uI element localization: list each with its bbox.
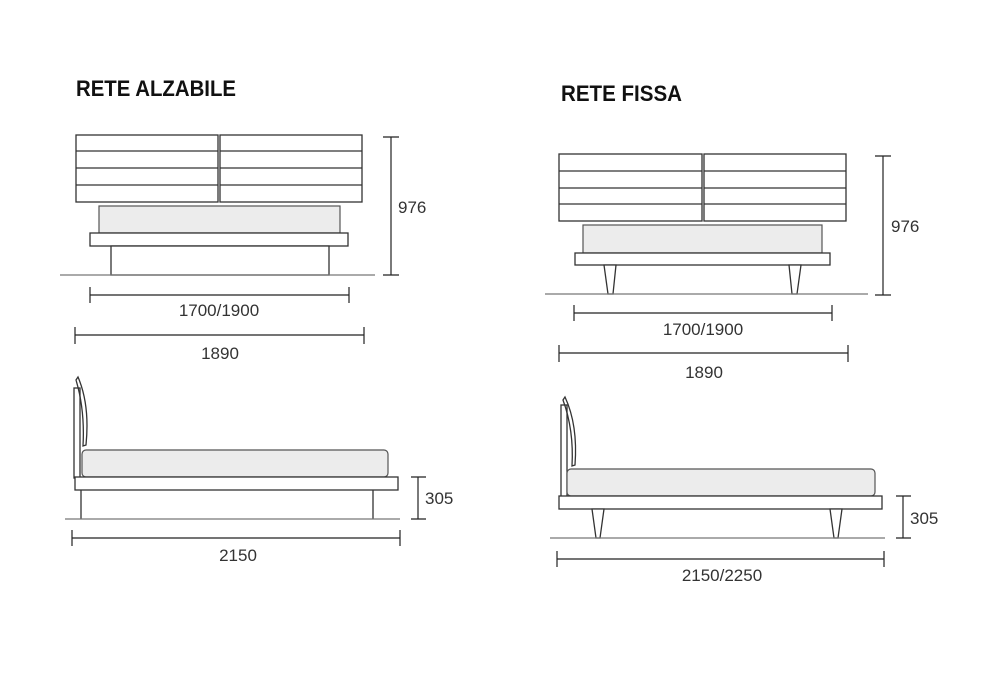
side-height-label: 305 <box>910 509 938 528</box>
bed-frame <box>89 232 349 247</box>
storage-base <box>110 245 330 276</box>
height-dimension <box>875 155 891 296</box>
bed-frame <box>574 252 831 266</box>
title-rete-alzabile: RETE ALZABILE <box>76 76 236 101</box>
frame-side <box>74 476 399 491</box>
mattress-side <box>81 449 389 478</box>
front-view-fissa: 976 1700/1900 1890 <box>545 153 919 382</box>
outer-width-label: 1890 <box>201 344 239 363</box>
front-view-alzabile: 976 1700/1900 1890 <box>60 134 426 363</box>
leg <box>829 508 843 539</box>
side-height-dimension <box>896 495 911 539</box>
inner-width-dimension <box>89 287 350 303</box>
side-height-dimension <box>411 476 426 520</box>
height-label: 976 <box>398 198 426 217</box>
height-label: 976 <box>891 217 919 236</box>
side-view-fissa: 305 2150/2250 <box>550 395 938 585</box>
inner-width-label: 1700/1900 <box>663 320 743 339</box>
headboard-cushion <box>75 375 88 447</box>
headboard-side <box>560 404 568 498</box>
leg <box>603 264 617 295</box>
outer-width-dimension <box>558 345 849 362</box>
mattress <box>98 205 341 234</box>
outer-width-dimension <box>74 327 365 344</box>
length-label: 2150 <box>219 546 257 565</box>
mattress-side <box>566 468 876 497</box>
side-view-alzabile: 305 2150 <box>65 375 453 565</box>
leg <box>591 508 605 539</box>
frame-side <box>558 495 883 510</box>
inner-width-dimension <box>573 305 833 321</box>
headboard-side <box>73 387 81 479</box>
mattress <box>582 224 823 254</box>
inner-width-label: 1700/1900 <box>179 301 259 320</box>
outer-width-label: 1890 <box>685 363 723 382</box>
title-rete-fissa: RETE FISSA <box>561 81 682 106</box>
length-dimension <box>71 530 401 546</box>
leg <box>788 264 802 295</box>
headboard-cushion <box>562 395 577 467</box>
side-height-label: 305 <box>425 489 453 508</box>
length-label: 2150/2250 <box>682 566 762 585</box>
height-dimension <box>383 136 399 276</box>
length-dimension <box>556 551 885 567</box>
